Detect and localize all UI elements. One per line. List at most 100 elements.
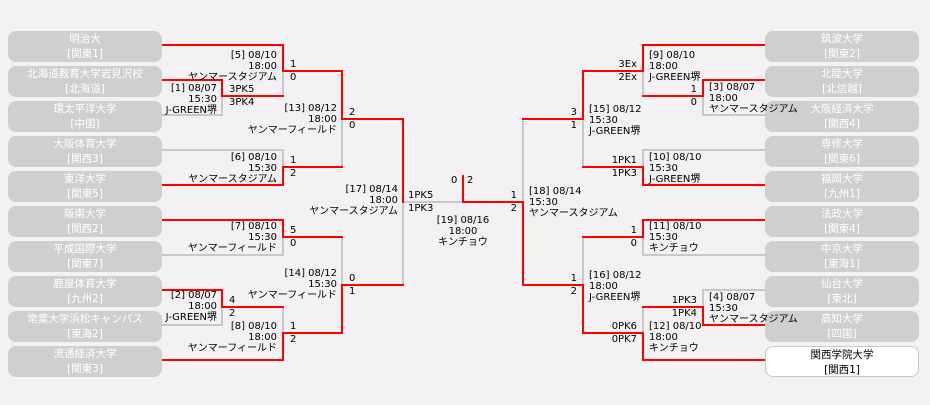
match-time: 18:00 xyxy=(248,61,277,72)
team-name: 仙台大学 xyxy=(821,278,863,290)
team-box[interactable]: 明治大[関東1] xyxy=(8,31,162,62)
score-bottom: 0 xyxy=(630,238,637,249)
score-bottom: 0 xyxy=(290,72,297,83)
team-region: [関西4] xyxy=(824,118,860,130)
score-bottom: 0 xyxy=(349,120,356,131)
team-box[interactable]: 筑波大学[関東2] xyxy=(765,31,919,62)
match-label: [13] 08/12 xyxy=(284,103,337,114)
match-venue: キンチョウ xyxy=(649,243,699,254)
match-label: [8] 08/10 xyxy=(230,321,277,332)
match-time: 18:00 xyxy=(308,114,337,125)
match-time: 15:30 xyxy=(589,115,618,126)
score-top: 1 xyxy=(290,321,297,332)
score-top: 1 xyxy=(290,59,297,70)
match-time: 18:00 xyxy=(448,226,478,237)
team-box[interactable]: 大阪体育大学[関西3] xyxy=(8,136,162,167)
team-box[interactable]: 大阪経済大学 [関西4] xyxy=(765,101,919,132)
team-name: 常葉大学浜松キャンパス xyxy=(27,313,143,325)
team-box[interactable]: 福岡大学[九州1] xyxy=(765,171,919,202)
team-region: [関東3] xyxy=(67,363,103,375)
match-venue: ヤンマーフィールド xyxy=(247,125,337,136)
match-label: [1] 08/07 xyxy=(170,83,217,94)
match-label: [4] 08/07 xyxy=(709,292,756,303)
match-time: 18:00 xyxy=(369,195,398,206)
team-box[interactable]: 関西学院大学[関西1] xyxy=(765,346,919,377)
score-top: 0 xyxy=(349,273,356,284)
match-venue: J-GREEN堺 xyxy=(649,174,701,185)
team-region: [東北] xyxy=(827,293,857,305)
team-name: 大阪経済大学 xyxy=(810,103,874,115)
team-region: [関西1] xyxy=(824,364,860,376)
match-label: [2] 08/07 xyxy=(170,290,217,301)
team-name: 流通経済大学 xyxy=(53,348,117,360)
match-time: 18:00 xyxy=(649,61,678,72)
match-time: 15:30 xyxy=(248,163,277,174)
match-venue: ヤンマースタジアム xyxy=(709,104,798,115)
match-venue: ヤンマースタジアム xyxy=(309,206,398,217)
team-box[interactable]: 専修大学[関東6] xyxy=(765,136,919,167)
score-top: 3Ex xyxy=(618,59,637,70)
team-box[interactable]: 阪南大学[関西2] xyxy=(8,206,162,237)
match-time: 15:30 xyxy=(709,303,738,314)
team-box[interactable]: 流通経済大学 [関東3] xyxy=(8,346,162,377)
team-name: 環太平洋大学 xyxy=(53,103,117,115)
match-time: 18:00 xyxy=(649,332,678,343)
team-region: [関西2] xyxy=(67,223,103,235)
match-venue: J-GREEN堺 xyxy=(165,105,217,116)
team-box[interactable]: 環太平洋大学 [中国] xyxy=(8,101,162,132)
score-bottom: 3PK4 xyxy=(229,97,255,108)
match-label: [12] 08/10 xyxy=(649,321,702,332)
team-box[interactable]: 北陸大学[北信越] xyxy=(765,66,919,97)
score-bottom: 1PK3 xyxy=(408,203,434,214)
score-bottom: 0 xyxy=(290,238,297,249)
team-box[interactable]: 常葉大学浜松キャンパス [東海2] xyxy=(8,311,162,342)
match-label: [10] 08/10 xyxy=(649,152,702,163)
team-box[interactable]: 高知大学[四国] xyxy=(765,311,919,342)
match-label: [6] 08/10 xyxy=(230,152,277,163)
score-top: 1 xyxy=(510,190,517,201)
team-name: 平成国際大学 xyxy=(53,243,117,255)
match-time: 15:30 xyxy=(248,232,277,243)
team-name: 鹿屋体育大学 xyxy=(53,278,117,290)
team-region: [北信越] xyxy=(822,83,862,95)
match-venue: ヤンマースタジアム xyxy=(529,208,618,219)
match-venue: J-GREEN堺 xyxy=(649,72,701,83)
score-bottom: 2 xyxy=(570,286,577,297)
team-region: [関東6] xyxy=(824,153,860,165)
score-top: 3 xyxy=(570,107,577,118)
match-label: [9] 08/10 xyxy=(649,50,696,61)
score-top: 0PK6 xyxy=(611,321,637,332)
team-region: [東海2] xyxy=(67,328,103,340)
team-box[interactable]: 東洋大学[関東5] xyxy=(8,171,162,202)
team-box[interactable]: 法政大学[関東4] xyxy=(765,206,919,237)
team-box[interactable]: 仙台大学 [東北] xyxy=(765,276,919,307)
match-time: 18:00 xyxy=(709,93,738,104)
score-top: 2 xyxy=(349,107,356,118)
match-time: 15:30 xyxy=(529,197,558,208)
team-box[interactable]: 中京大学[東海1] xyxy=(765,241,919,272)
team-box[interactable]: 鹿屋体育大学[九州2] xyxy=(8,276,162,307)
team-region: [中国] xyxy=(70,118,100,130)
match-venue: J-GREEN堺 xyxy=(589,126,641,137)
match-label: [17] 08/14 xyxy=(345,184,398,195)
team-name: 東洋大学 xyxy=(64,173,106,185)
match-venue: ヤンマーフィールド xyxy=(247,290,337,301)
match-label: [11] 08/10 xyxy=(649,221,702,232)
team-box[interactable]: 北海道教育大学岩見沢校[北海道] xyxy=(8,66,162,97)
team-box[interactable]: 平成国際大学[関東7] xyxy=(8,241,162,272)
match-venue: ヤンマーフィールド xyxy=(187,243,277,254)
match-time: 15:30 xyxy=(649,232,678,243)
match-label: [19] 08/16 xyxy=(436,215,490,226)
score-top: 3PK5 xyxy=(229,84,255,95)
